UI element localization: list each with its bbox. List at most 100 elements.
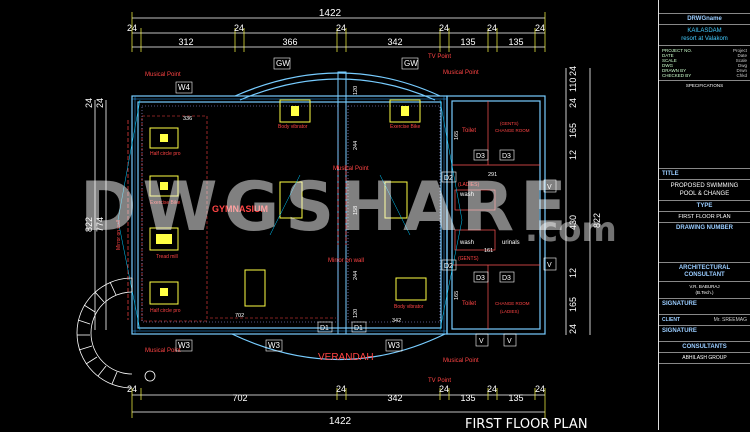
change-room-label: CHANGE ROOM (495, 301, 530, 306)
gents-label: (GENTS) (458, 256, 479, 262)
window-tags: W4 W3 W3 W3 GW GW (175, 57, 419, 352)
window-tag: W3 (178, 341, 191, 350)
architect-degree: (B.Tech.) (695, 290, 714, 295)
client-row: CLIENT Mr. SREEMAG (659, 315, 750, 326)
field-value: Dwg (737, 63, 747, 68)
dim-label: 24 (336, 384, 346, 394)
field-key: DATE (662, 53, 674, 58)
mirror-label: Mirror on wall (328, 258, 364, 264)
dim-label: 135 (508, 393, 523, 403)
red-labels: Musical Point Musical Point Musical Poin… (145, 54, 530, 384)
tb-field: PROJECT NO. Project (662, 48, 747, 53)
spiral-staircase (76, 277, 156, 389)
dim-label: 24 (439, 384, 449, 394)
equipment-label: Exercise Bike (150, 200, 181, 206)
architect-label-1: ARCHITECTURAL (678, 265, 731, 271)
door-tag: D1 (354, 325, 363, 332)
window-tag: W4 (178, 83, 191, 92)
top-dimensions (132, 17, 545, 48)
musical-point-label: Musical Point (443, 358, 479, 364)
dim-label: 24 (127, 23, 137, 33)
signature-2: SIGNATURE (659, 326, 750, 342)
tb-field: SCALE Scale (662, 58, 747, 63)
dim-label: 12 (568, 268, 578, 278)
tv-point-label: TV Point (428, 378, 451, 384)
v-marks: V V V V (475, 179, 557, 347)
field-key: PROJECT NO. (662, 48, 693, 53)
client-label: CLIENT (662, 317, 681, 323)
type-value: FIRST FLOOR PLAN (659, 212, 750, 223)
musical-point-label: Musical Point (443, 70, 479, 76)
change-room-sub: (GENTS) (500, 121, 519, 126)
dim-label: 291 (488, 172, 497, 178)
project-line-1: KAILASDAM (687, 28, 722, 34)
equipment (149, 99, 427, 307)
bottom-dim-ticks (131, 388, 546, 418)
consultant-group: ABHILASH GROUP (659, 353, 750, 364)
dim-label: 342 (387, 37, 402, 47)
door-tag: D3 (502, 275, 511, 282)
wash-label: wash (459, 240, 474, 246)
plan-title: FIRST FLOOR PLAN (465, 417, 588, 432)
musical-point-label: Musical Point (145, 348, 181, 354)
dim-label: 702 (232, 393, 247, 403)
specifications: SPECIFICATIONS (659, 81, 750, 169)
right-dimensions (565, 68, 591, 335)
dim-label: 135 (460, 37, 475, 47)
dim-label: 120 (353, 86, 359, 95)
verandah-label: VERANDAH (318, 352, 374, 363)
dim-label: 24 (568, 324, 578, 334)
building-walls (131, 72, 546, 361)
change-room-sub: (LADIES) (500, 309, 520, 314)
change-room-label: CHANGE ROOM (495, 128, 530, 133)
dim-label: 12 (568, 150, 578, 160)
toilet-label: Toilet (462, 128, 476, 134)
door-tag: D2 (444, 263, 453, 270)
dim-label: 702 (235, 313, 244, 319)
field-value: Scale (735, 58, 747, 63)
dim-label: 774 (95, 217, 105, 232)
equipment-label: Body vibrator (278, 124, 308, 130)
ladies-label: (LADIES) (458, 182, 479, 188)
dim-label: 135 (460, 393, 475, 403)
dim-label: 165 (454, 291, 460, 300)
tv-point-label: TV Point (428, 54, 451, 60)
dim-label: 342 (392, 318, 401, 324)
dim-label: 161 (484, 248, 493, 254)
dim-label: 24 (568, 66, 578, 76)
v-mark: V (547, 184, 552, 191)
client-name: Mr. SREEMAG (713, 317, 747, 323)
field-key: SCALE (662, 58, 677, 63)
architect-name: V.R. BABURAJ (B.Tech.) (659, 282, 750, 299)
equipment-label: Tread mill (156, 254, 178, 260)
dim-label: 336 (183, 116, 192, 122)
left-dim-labels: 822 774 24 24 (84, 98, 105, 232)
field-key: DWG (662, 63, 673, 68)
dim-label: 822 (84, 217, 94, 232)
bottom-dimensions (132, 394, 545, 413)
field-key: DRAWN BY (662, 68, 687, 73)
architect-label: ARCHITECTURAL CONSULTANT (659, 263, 750, 282)
interior-dims: 336 702 342 291 161 120 244 158 244 120 … (183, 86, 497, 324)
title-line-1: PROPOSED SWIMMING (670, 183, 739, 189)
urinals-label: urinals (502, 240, 520, 246)
dim-label: 24 (84, 98, 94, 108)
dim-label: 158 (353, 206, 359, 215)
field-value: Project (732, 48, 747, 53)
title-value: PROPOSED SWIMMING POOL & CHANGE (659, 180, 750, 201)
title-line-2: POOL & CHANGE (679, 191, 730, 197)
equipment-fill (156, 106, 409, 296)
v-mark: V (507, 338, 512, 345)
gymnasium-label: GYMNASIUM (212, 204, 268, 214)
wall-hatch (132, 96, 447, 334)
dim-label: 24 (535, 23, 545, 33)
dim-label: 120 (353, 309, 359, 318)
dim-label: 24 (336, 23, 346, 33)
equipment-label: Half circle pro (150, 151, 181, 157)
title-label: TITLE (659, 169, 750, 180)
dim-label: 24 (95, 98, 105, 108)
